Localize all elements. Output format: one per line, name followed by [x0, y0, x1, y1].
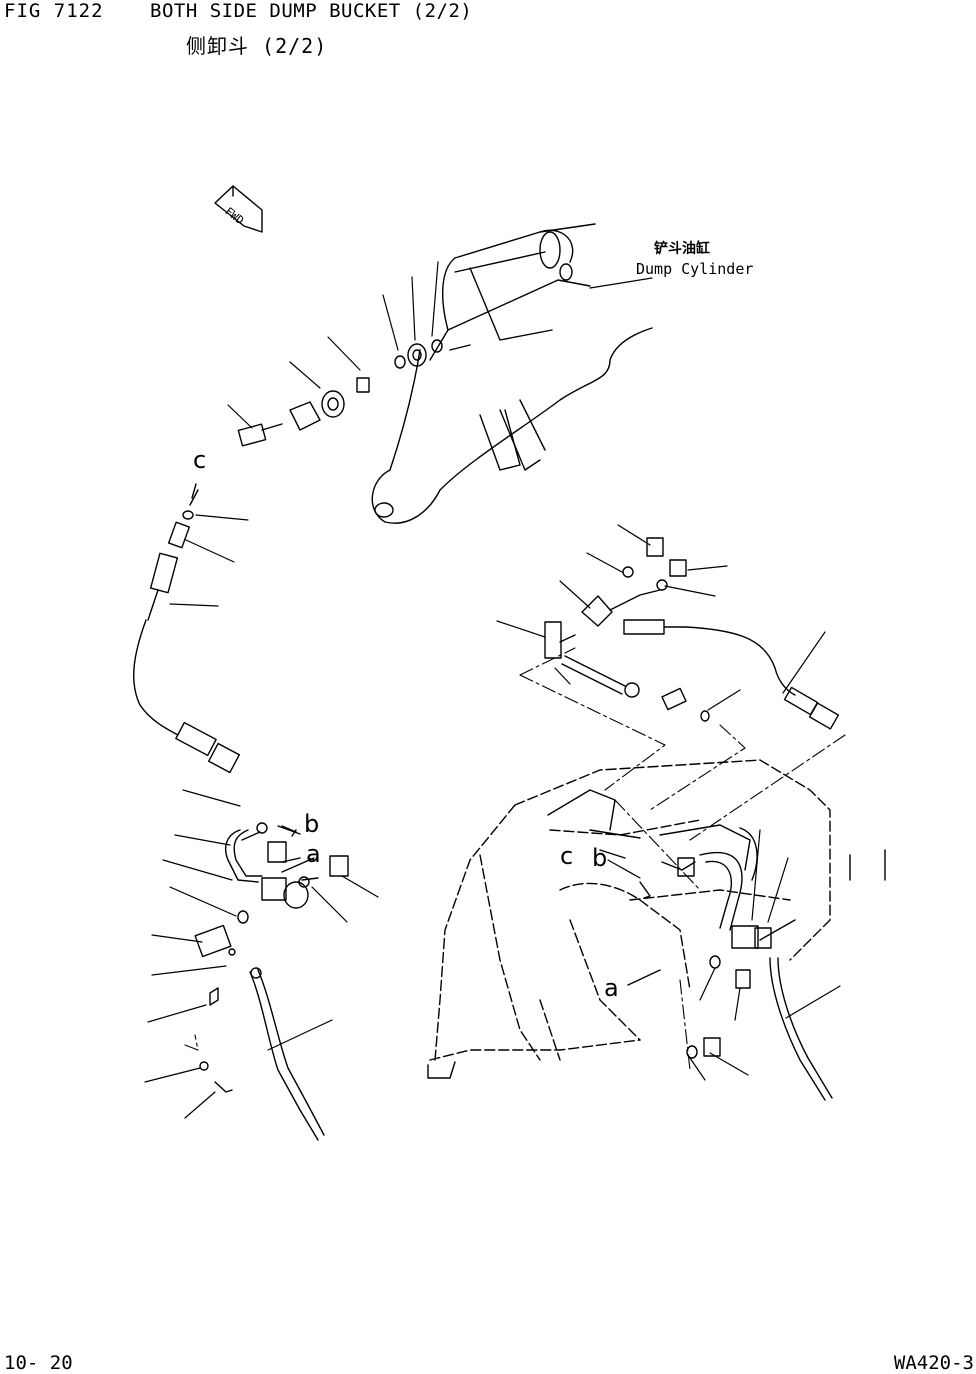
ref-b-right: b [592, 844, 607, 872]
upper-right-valve-assembly [544, 537, 840, 730]
fastener-group-top [237, 339, 443, 447]
figure-title-chinese: 侧卸斗 (2/2) [186, 34, 328, 58]
bucket-outline [427, 789, 886, 1079]
assembly-guide-lines [184, 647, 846, 1071]
middle-left-hose [249, 967, 325, 1141]
fwd-label: FWD [223, 205, 247, 227]
ref-c-right: c [560, 842, 573, 870]
ref-a-left: a [306, 840, 321, 868]
right-hose-assembly [599, 827, 833, 1101]
left-tube-assembly [194, 822, 349, 1093]
figure-title: BOTH SIDE DUMP BUCKET (2/2) [150, 0, 473, 22]
ref-c-left: c [193, 446, 206, 474]
bucket-body [429, 759, 831, 1061]
left-hose-assembly [133, 510, 240, 774]
dump-cylinder-label-chinese: 铲斗油缸 [654, 241, 710, 257]
leader-lines [144, 261, 841, 1119]
page-number: 10- 20 [4, 1352, 73, 1374]
dump-cylinder-label: Dump Cylinder [636, 260, 754, 278]
forward-arrow-icon: FWD [214, 185, 263, 233]
figure-number: FIG 7122 [4, 0, 104, 22]
model-number: WA420-3 [893, 1352, 974, 1374]
ref-b-left: b [304, 810, 319, 838]
ref-a-right: a [604, 974, 619, 1002]
reference-arrows [189, 483, 661, 986]
boom-structure [371, 223, 653, 524]
